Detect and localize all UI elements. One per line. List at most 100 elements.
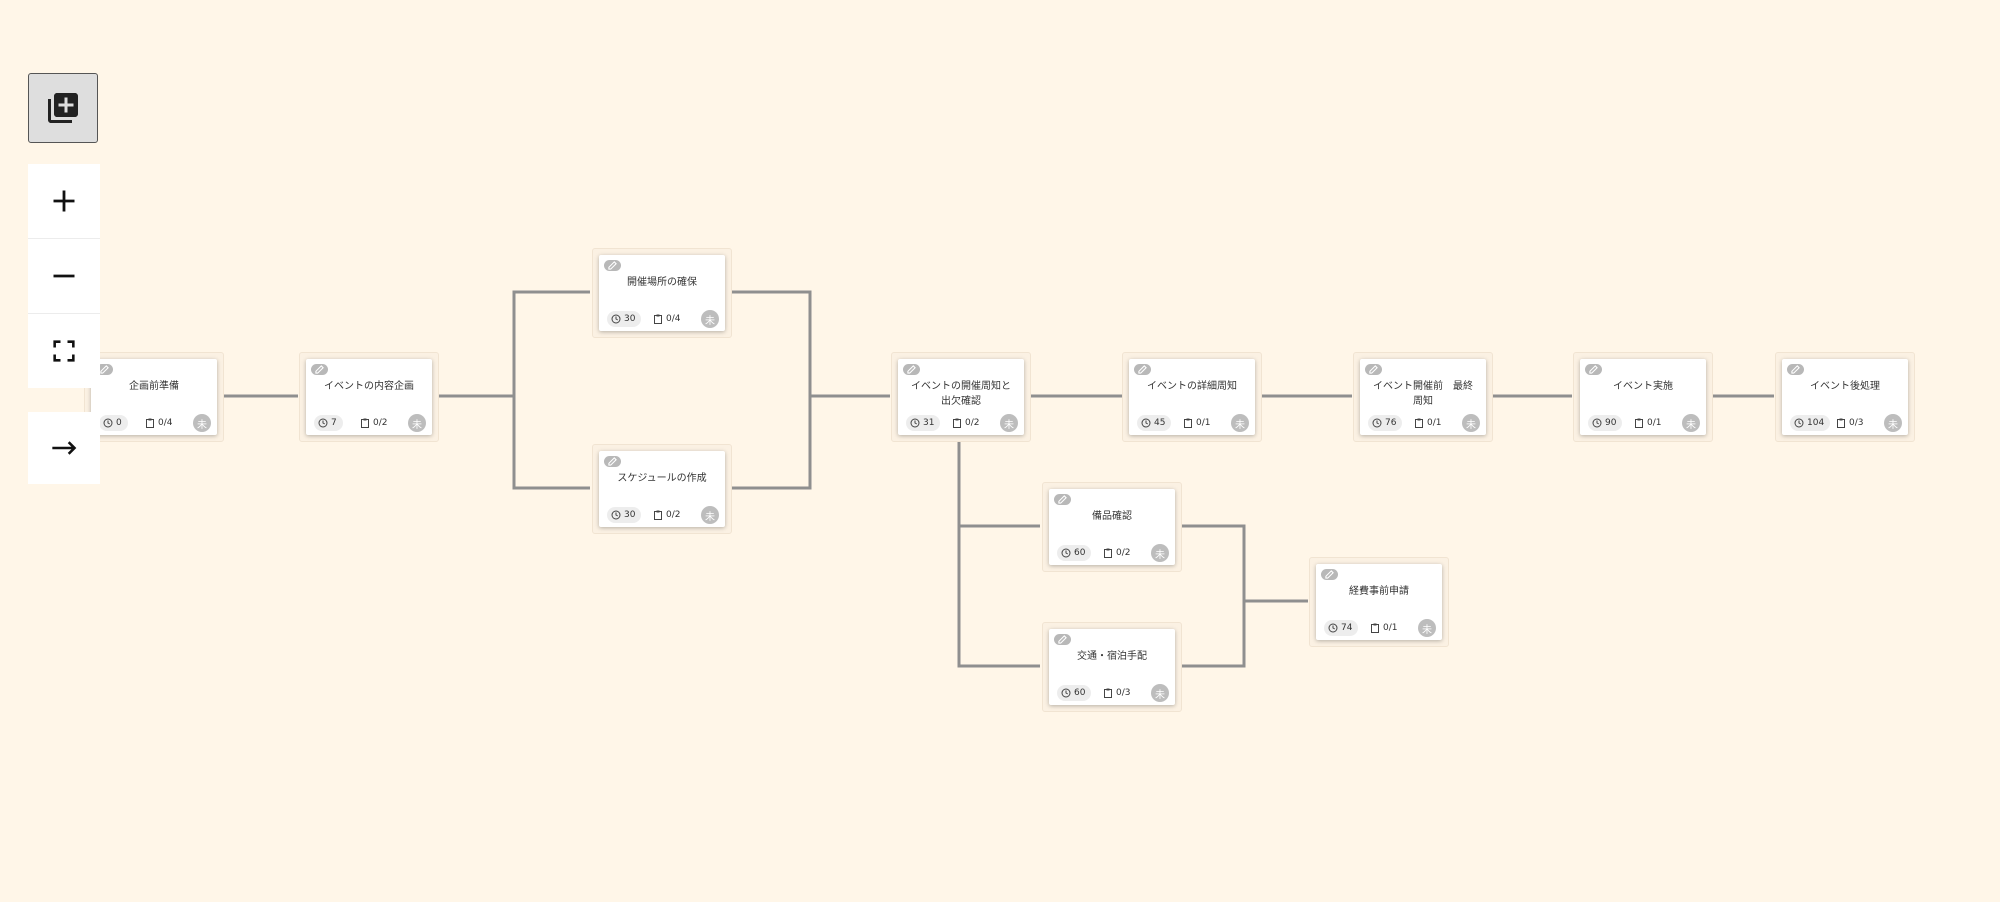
add-task-button[interactable] [28,73,98,143]
clipboard-icon [1415,418,1423,428]
task-node[interactable]: 備品確認 60 0/2 未 [1042,482,1182,572]
checklist-value: 0/3 [1116,688,1131,698]
checklist-value: 0/1 [1196,418,1211,428]
task-card[interactable]: スケジュールの作成 30 0/2 未 [599,451,725,527]
task-node[interactable]: イベントの内容企画 7 0/2 未 [299,352,439,442]
task-node[interactable]: 開催場所の確保 30 0/4 未 [592,248,732,338]
task-title: イベント開催前 最終周知 [1373,381,1473,407]
edit-icon[interactable] [96,364,113,375]
edit-icon[interactable] [311,364,328,375]
task-title: 交通・宿泊手配 [1077,651,1147,662]
fit-screen-icon [53,340,75,362]
assignee-avatar[interactable]: 未 [1151,544,1169,562]
task-card[interactable]: イベントの内容企画 7 0/2 未 [306,359,432,435]
task-node[interactable]: 企画前準備 0 0/4 未 [84,352,224,442]
task-card[interactable]: 企画前準備 0 0/4 未 [91,359,217,435]
assignee-avatar[interactable]: 未 [1418,619,1436,637]
duration-value: 76 [1385,418,1397,428]
clock-icon [318,418,328,428]
assignee-avatar[interactable]: 未 [193,414,211,432]
clipboard-icon [1184,418,1192,428]
clipboard-icon [953,418,961,428]
zoom-out-button[interactable] [28,239,100,313]
assignee-avatar[interactable]: 未 [1151,684,1169,702]
clock-icon [910,418,920,428]
zoom-in-button[interactable] [28,164,100,238]
edge-t10-t11-t12 [1182,524,1308,668]
clock-icon [1061,548,1071,558]
duration-badge: 60 [1057,545,1092,561]
assignee-avatar[interactable]: 未 [1682,414,1700,432]
edit-icon[interactable] [1787,364,1804,375]
task-title: イベント実施 [1613,381,1673,392]
assignee-avatar[interactable]: 未 [408,414,426,432]
task-node[interactable]: イベントの詳細周知 45 0/1 未 [1122,352,1262,442]
assignee-avatar[interactable]: 未 [701,310,719,328]
assignee-avatar[interactable]: 未 [1884,414,1902,432]
task-title: イベントの内容企画 [324,381,414,392]
checklist-value: 0/2 [666,510,681,520]
duration-badge: 60 [1057,685,1092,701]
assignee-avatar[interactable]: 未 [1000,414,1018,432]
clipboard-icon [1104,688,1112,698]
task-card[interactable]: イベントの開催周知と出欠確認 31 0/2 未 [898,359,1024,435]
task-title: 開催場所の確保 [627,277,697,288]
clipboard-icon [361,418,369,428]
task-node[interactable]: 経費事前申請 74 0/1 未 [1309,557,1449,647]
checklist-value: 0/1 [1647,418,1662,428]
edit-icon[interactable] [1134,364,1151,375]
task-card[interactable]: 備品確認 60 0/2 未 [1049,489,1175,565]
checklist-value: 0/3 [1849,418,1864,428]
edit-icon[interactable] [604,456,621,467]
edge-t3-t4-t5 [732,290,890,490]
edit-icon[interactable] [1054,494,1071,505]
duration-badge: 31 [906,415,941,431]
checklist-count: 0/2 [360,415,387,431]
task-card[interactable]: イベント後処理 104 0/3 未 [1782,359,1908,435]
checklist-count: 0/1 [1183,415,1210,431]
task-card[interactable]: イベント開催前 最終周知 76 0/1 未 [1360,359,1486,435]
clock-icon [1061,688,1071,698]
task-node[interactable]: イベントの開催周知と出欠確認 31 0/2 未 [891,352,1031,442]
task-card[interactable]: イベントの詳細周知 45 0/1 未 [1129,359,1255,435]
clipboard-icon [1371,623,1379,633]
duration-value: 45 [1154,418,1166,428]
edit-icon[interactable] [1054,634,1071,645]
task-node[interactable]: 交通・宿泊手配 60 0/3 未 [1042,622,1182,712]
task-card[interactable]: イベント実施 90 0/1 未 [1580,359,1706,435]
duration-value: 60 [1074,548,1086,558]
task-card[interactable]: 開催場所の確保 30 0/4 未 [599,255,725,331]
task-node[interactable]: スケジュールの作成 30 0/2 未 [592,444,732,534]
assignee-avatar[interactable]: 未 [1462,414,1480,432]
duration-value: 104 [1807,418,1825,428]
direction-button[interactable] [28,412,100,484]
task-node[interactable]: イベント開催前 最終周知 76 0/1 未 [1353,352,1493,442]
edit-icon[interactable] [1365,364,1382,375]
clock-icon [1372,418,1382,428]
task-card[interactable]: 交通・宿泊手配 60 0/3 未 [1049,629,1175,705]
edge-t5-t10-t11 [957,442,1040,668]
checklist-count: 0/2 [952,415,979,431]
clock-icon [1141,418,1151,428]
checklist-count: 0/2 [1103,545,1130,561]
edit-icon[interactable] [604,260,621,271]
edit-icon[interactable] [1321,569,1338,580]
duration-badge: 104 [1790,415,1831,431]
edit-icon[interactable] [1585,364,1602,375]
duration-value: 60 [1074,688,1086,698]
task-node[interactable]: イベント実施 90 0/1 未 [1573,352,1713,442]
task-title: イベントの開催周知と出欠確認 [911,381,1011,407]
checklist-count: 0/2 [653,507,680,523]
fit-view-button[interactable] [28,314,100,388]
checklist-count: 0/1 [1370,620,1397,636]
checklist-count: 0/4 [653,311,680,327]
checklist-value: 0/2 [373,418,388,428]
duration-badge: 74 [1324,620,1359,636]
assignee-avatar[interactable]: 未 [1231,414,1249,432]
assignee-avatar[interactable]: 未 [701,506,719,524]
edit-icon[interactable] [903,364,920,375]
task-node[interactable]: イベント後処理 104 0/3 未 [1775,352,1915,442]
task-card[interactable]: 経費事前申請 74 0/1 未 [1316,564,1442,640]
clipboard-icon [146,418,154,428]
duration-badge: 30 [607,311,642,327]
